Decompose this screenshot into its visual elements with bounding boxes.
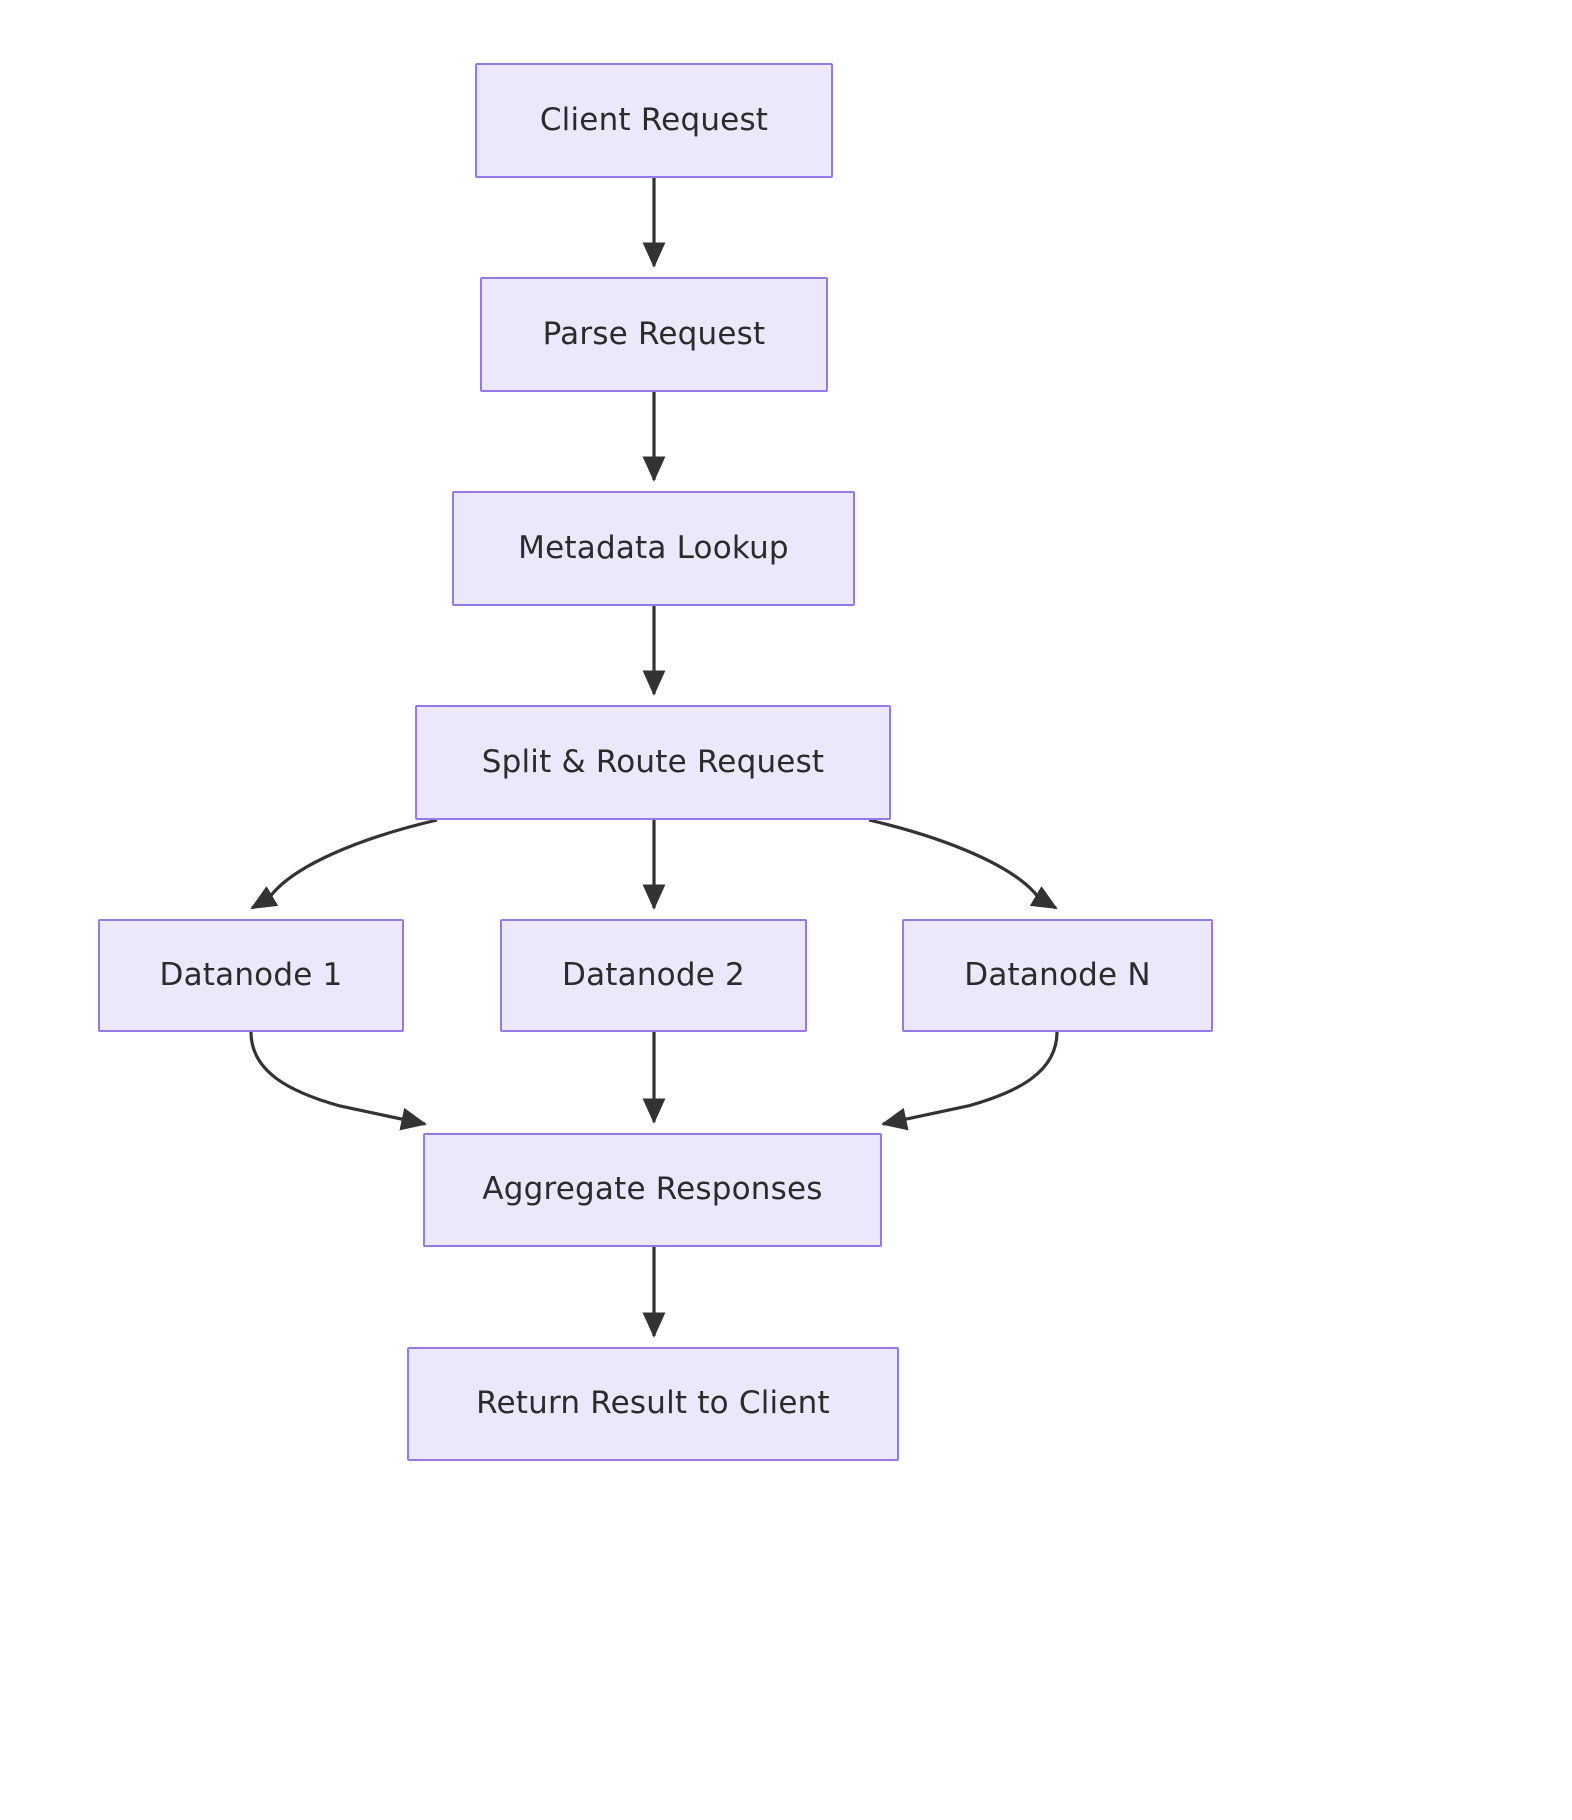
node-datanode-1[interactable]: Datanode 1	[98, 919, 404, 1032]
node-metadata-lookup-label: Metadata Lookup	[518, 529, 789, 566]
node-datanode-n-label: Datanode N	[964, 956, 1151, 993]
node-parse-request-label: Parse Request	[542, 315, 766, 352]
node-datanode-1-label: Datanode 1	[159, 956, 343, 993]
node-split-route-request[interactable]: Split & Route Request	[415, 705, 891, 820]
edge-datanode-n-to-aggregate	[881, 1031, 1059, 1131]
node-metadata-lookup[interactable]: Metadata Lookup	[452, 491, 855, 606]
node-aggregate-responses[interactable]: Aggregate Responses	[423, 1133, 882, 1247]
node-return-result-to-client[interactable]: Return Result to Client	[407, 1347, 899, 1461]
node-aggregate-responses-label: Aggregate Responses	[482, 1171, 823, 1208]
node-datanode-2[interactable]: Datanode 2	[500, 919, 807, 1032]
node-datanode-n[interactable]: Datanode N	[902, 919, 1213, 1032]
edge-split-route-to-datanode-1	[250, 818, 438, 910]
node-datanode-2-label: Datanode 2	[562, 956, 745, 993]
node-parse-request[interactable]: Parse Request	[480, 277, 828, 392]
edge-split-route-to-datanode-n	[868, 818, 1058, 910]
node-return-result-to-client-label: Return Result to Client	[476, 1385, 830, 1422]
edge-datanode-1-to-aggregate	[249, 1031, 427, 1131]
node-client-request[interactable]: Client Request	[475, 63, 833, 178]
node-split-route-request-label: Split & Route Request	[481, 743, 825, 780]
node-client-request-label: Client Request	[539, 101, 769, 138]
